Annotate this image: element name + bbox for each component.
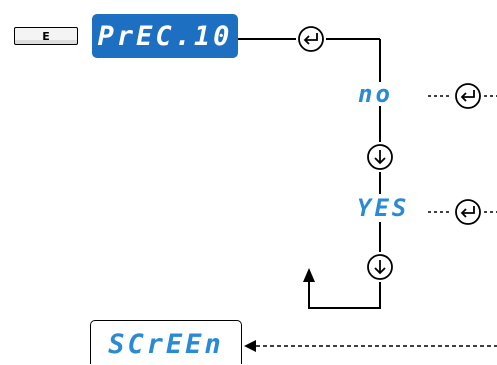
parameter-display: PrEC.10 <box>92 14 238 58</box>
enter-arrow-circle-icon[interactable] <box>452 197 484 227</box>
down-arrow-circle-icon[interactable] <box>365 142 395 172</box>
screen-display: SCrEEn <box>90 320 242 364</box>
enter-arrow-circle-icon[interactable] <box>452 81 484 111</box>
left-arrow-icon <box>244 340 256 352</box>
enter-key-button[interactable]: E <box>14 27 78 45</box>
down-arrow-circle-icon[interactable] <box>365 252 395 282</box>
option-no: no <box>358 80 393 108</box>
option-yes: YES <box>357 194 410 222</box>
up-arrow-icon <box>303 268 315 282</box>
loop-back-line <box>308 280 381 309</box>
enter-arrow-circle-icon[interactable] <box>296 24 326 54</box>
